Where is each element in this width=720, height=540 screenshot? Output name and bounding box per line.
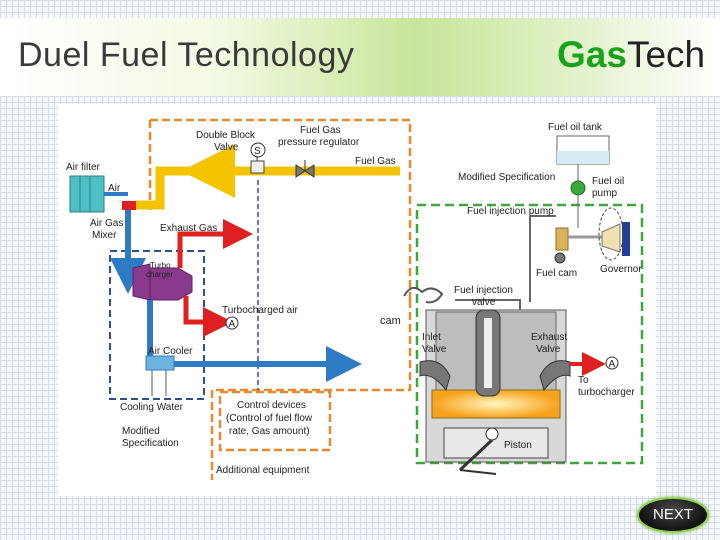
marker-a-right (605, 356, 619, 370)
label-fuel-oil-pump-1: Fuel oil (592, 176, 624, 187)
label-air-gas-mixer-1: Air Gas (90, 218, 123, 229)
header-banner (0, 18, 720, 96)
label-exhaust-gas: Exhaust Gas (160, 223, 217, 234)
label-pressure-regulator-2: pressure regulator (278, 137, 360, 148)
label-turbocharged-air: Turbocharged air (222, 305, 298, 316)
label-inlet-valve-2: Valve (422, 344, 447, 355)
label-piston: Piston (504, 440, 532, 451)
label-air-gas-mixer-2: Mixer (92, 230, 117, 241)
label-air-filter: Air filter (66, 162, 101, 173)
air-gas-mixer (122, 201, 136, 210)
turbocharged-air-line (183, 296, 233, 337)
fuel-gas-line (135, 166, 400, 210)
inlet-port (419, 360, 451, 392)
label-turbo-2: charger (146, 270, 173, 279)
control-devices-box (218, 390, 332, 452)
solenoid-marker (250, 142, 266, 158)
additional-equipment-boundary (148, 118, 412, 480)
engine-boundary (415, 203, 644, 465)
marker-a-right-text: A (609, 359, 616, 370)
fuel-oil-pump (570, 180, 586, 196)
label-fuel-cam: Fuel cam (536, 268, 577, 279)
label-modified-spec-left-2: Specification (122, 438, 179, 449)
label-fuel-injection-valve-2: valve (472, 297, 496, 308)
brand-rest: Tech (626, 34, 706, 75)
label-cam: cam (380, 315, 401, 327)
label-pressure-regulator-1: Fuel Gas (300, 125, 341, 136)
next-button[interactable]: NEXT (637, 497, 709, 533)
label-air: Air (108, 183, 121, 194)
fuel-cam (554, 252, 566, 264)
label-fuel-oil-tank: Fuel oil tank (548, 122, 603, 133)
label-control-devices-3: rate, Gas amount) (229, 426, 310, 437)
slide-title: Duel Fuel Technology (18, 36, 355, 74)
label-inlet-valve-1: Inlet (422, 332, 441, 343)
label-control-devices-2: (Control of fuel flow (226, 413, 313, 424)
air-cooler (145, 355, 175, 371)
label-modified-spec-right: Modified Specification (458, 172, 555, 183)
label-fuel-oil-pump-2: pump (592, 188, 617, 199)
label-turbo-1: Turbo (150, 261, 171, 270)
label-modified-spec-left-1: Modified (122, 426, 160, 437)
cam-spring (403, 286, 444, 304)
label-fuel-injection-pump: Fuel injection pump (467, 206, 554, 217)
exhaust-port (539, 360, 571, 392)
label-governor: Governor (600, 264, 642, 275)
governor (601, 223, 621, 253)
marker-s: S (254, 146, 261, 157)
double-block-valve (250, 160, 265, 174)
label-exhaust-valve-2: Valve (536, 344, 561, 355)
label-to-turbocharger-1: To (578, 375, 589, 386)
air-filter (69, 175, 105, 213)
label-air-cooler: Air Cooler (148, 346, 193, 357)
fuel-injection-pump-body (555, 227, 569, 251)
label-double-block-valve-1: Double Block (196, 130, 256, 141)
label-double-block-valve-2: Valve (214, 142, 239, 153)
brand-logo: GasTech (557, 34, 705, 76)
label-cooling-water: Cooling Water (120, 402, 184, 413)
marker-a-left-text: A (229, 319, 236, 330)
label-to-turbocharger-2: turbocharger (578, 387, 635, 398)
label-fuel-injection-valve-1: Fuel injection (454, 285, 513, 296)
brand-highlight: Gas (557, 34, 627, 75)
label-fuel-gas: Fuel Gas (355, 156, 396, 167)
exhaust-line (177, 219, 253, 268)
label-exhaust-valve-1: Exhaust (531, 332, 567, 343)
marker-a-left (225, 316, 239, 330)
label-additional-equipment: Additional equipment (216, 465, 310, 476)
label-control-devices-1: Control devices (237, 400, 306, 411)
